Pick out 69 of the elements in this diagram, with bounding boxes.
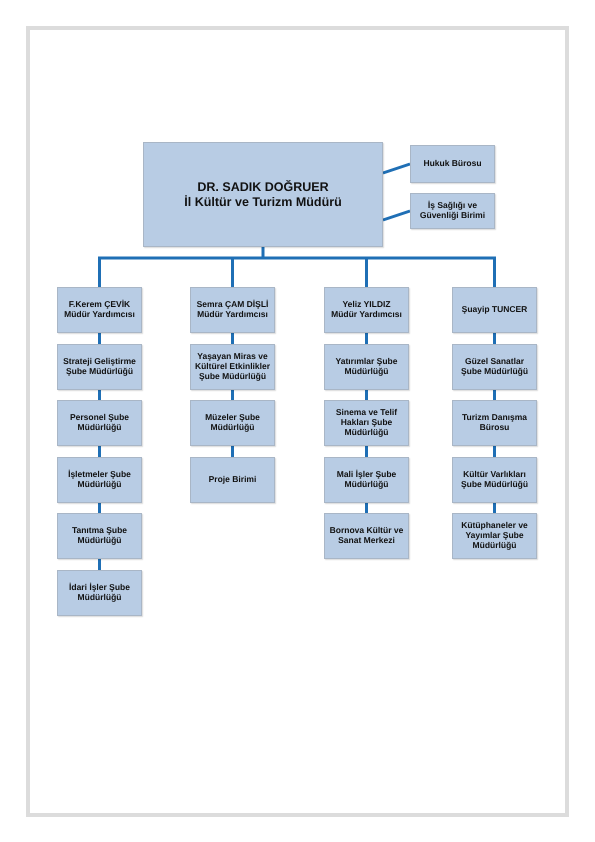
org-unit-box (190, 457, 275, 503)
unit-name: Güzel Sanatlar Şube Müdürlüğü (460, 357, 530, 377)
org-unit-box (57, 344, 142, 390)
org-unit-box (452, 287, 537, 333)
unit-name: Turizm Danışma Bürosu (460, 413, 528, 433)
org-unit-box (57, 287, 142, 333)
connector-line (493, 503, 496, 513)
connector-line (493, 446, 496, 457)
org-unit-box (452, 457, 537, 503)
connector-line (231, 390, 234, 400)
unit-name: Semra ÇAM DİŞLİ (196, 300, 268, 310)
connector-line (262, 247, 496, 287)
connector-line (365, 390, 368, 400)
connector-line (493, 390, 496, 400)
org-unit-box (452, 513, 537, 559)
org-unit-box (324, 287, 409, 333)
connector-line (382, 210, 410, 222)
org-unit-box (324, 513, 409, 559)
org-unit-box (57, 570, 142, 616)
unit-name: İşletmeler Şube Müdürlüğü (67, 470, 132, 490)
connector-line (98, 503, 101, 513)
unit-name: Kültür Varlıkları Şube Müdürlüğü (460, 470, 530, 490)
unit-name: DR. SADIK DOĞRUER (197, 180, 329, 194)
unit-name: Şuayip TUNCER (462, 305, 528, 315)
unit-title: Müdür Yardımcısı (64, 310, 135, 320)
connector-line (98, 446, 101, 457)
connector-line (365, 446, 368, 457)
org-unit-box (324, 457, 409, 503)
unit-name: Mali İşler Şube Müdürlüğü (336, 470, 398, 490)
connector-line (365, 333, 368, 344)
org-unit-box (190, 344, 275, 390)
unit-name: Sinema ve Telif Hakları Şube Müdürlüğü (334, 408, 398, 438)
unit-name: F.Kerem ÇEVİK (68, 300, 130, 310)
connector-line (382, 162, 410, 174)
org-unit-box (324, 344, 409, 390)
unit-name: Bornova Kültür ve Sanat Merkezi (328, 526, 404, 546)
connector-line (98, 390, 101, 400)
connector-line (98, 333, 101, 344)
unit-name: Personel Şube Müdürlüğü (68, 413, 130, 433)
unit-name: Yatırımlar Şube Müdürlüğü (334, 357, 398, 377)
connector-line (231, 446, 234, 457)
org-unit-box (57, 513, 142, 559)
connector-line (365, 503, 368, 513)
unit-title: İl Kültür ve Turizm Müdürü (184, 194, 342, 209)
unit-name: İş Sağlığı ve Güvenliği Birimi (418, 201, 486, 221)
unit-name: Yaşayan Miras ve Kültürel Etkinlikler Şube Müdürlüğü (194, 352, 271, 382)
unit-name: Müzeler Şube Müdürlüğü (204, 413, 261, 433)
org-unit-box (452, 400, 537, 446)
unit-name: Hukuk Bürosu (423, 159, 482, 169)
org-unit-box (190, 287, 275, 333)
org-unit-box (190, 400, 275, 446)
org-unit-box (57, 400, 142, 446)
org-unit-box (324, 400, 409, 446)
unit-name: Tanıtma Şube Müdürlüğü (70, 526, 128, 546)
unit-name: İdari İşler Şube Müdürlüğü (68, 583, 131, 603)
unit-name: Proje Birimi (208, 475, 256, 485)
connector-line (98, 559, 101, 570)
unit-title: Müdür Yardımcısı (331, 310, 402, 320)
connector-line (231, 333, 234, 344)
connector-line (493, 333, 496, 344)
org-unit-box (410, 145, 495, 183)
org-unit-box (143, 142, 383, 247)
unit-name: Yeliz YILDIZ (342, 300, 391, 310)
unit-title: Müdür Yardımcısı (197, 310, 268, 320)
unit-name: Strateji Geliştirme Şube Müdürlüğü (62, 357, 137, 377)
org-unit-box (410, 193, 495, 229)
org-unit-box (452, 344, 537, 390)
unit-name: Kütüphaneler ve Yayımlar Şube Müdürlüğü (460, 521, 529, 551)
org-unit-box (57, 457, 142, 503)
